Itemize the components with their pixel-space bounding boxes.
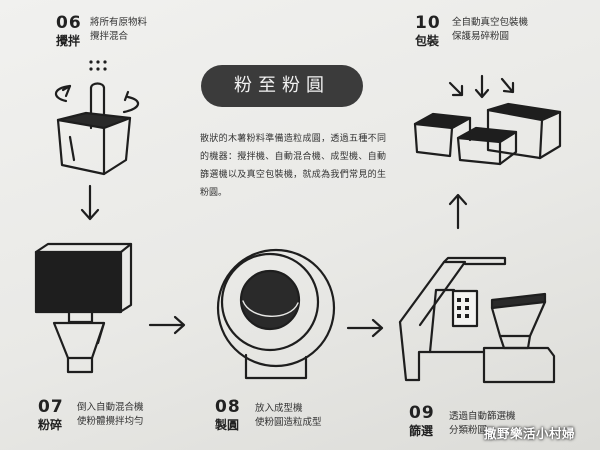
forming-machine-illustration xyxy=(216,248,336,380)
step-10-label: 10 包裝 xyxy=(415,14,441,49)
intro-text: 散狀的木薯粉料準備造粒成圓，透過五種不同的機器：攪拌機、自動混合機、成型機、自動… xyxy=(200,134,386,198)
sieving-machine-illustration xyxy=(398,256,556,384)
packaging-illustration xyxy=(413,74,562,166)
step-desc-line: 全自動真空包裝機 xyxy=(452,17,529,28)
step-desc-line: 分類粉圓 xyxy=(449,425,488,436)
step-desc-line: 使粉圓造粒成型 xyxy=(255,417,322,428)
step-08-label: 08 製圓 xyxy=(215,398,241,433)
hopper-mixer-illustration xyxy=(34,242,133,374)
arrow-down-icon xyxy=(80,184,100,221)
arrow-right-icon xyxy=(148,315,186,335)
step-desc-line: 攪拌混合 xyxy=(90,31,129,42)
step-06-label: 06 攪拌 xyxy=(56,14,82,49)
step-name: 篩選 xyxy=(409,424,434,438)
step-name: 攪拌 xyxy=(56,34,81,48)
step-number: 09 xyxy=(409,403,435,423)
step-08-description: 放入成型機 使粉圓造粒成型 xyxy=(255,402,322,430)
step-name: 粉碎 xyxy=(38,418,63,432)
step-desc-line: 使粉體攪拌均勻 xyxy=(77,416,144,427)
watermark: 撒野樂活小村婦 xyxy=(484,426,576,441)
step-number: 08 xyxy=(215,397,241,417)
step-07-description: 倒入自動混合機 使粉體攪拌均勻 xyxy=(77,401,144,429)
step-number: 06 xyxy=(56,13,82,33)
arrow-up-icon xyxy=(448,193,468,230)
step-09-label: 09 篩選 xyxy=(409,404,435,439)
arrow-right-icon xyxy=(346,318,384,338)
step-desc-line: 將所有原物料 xyxy=(90,17,148,28)
step-06-description: 將所有原物料 攪拌混合 xyxy=(90,16,147,44)
step-number: 07 xyxy=(38,397,64,417)
step-desc-line: 放入成型機 xyxy=(255,403,303,414)
step-desc-line: 透過自動篩選機 xyxy=(449,411,516,422)
step-name: 包裝 xyxy=(415,34,440,48)
step-07-label: 07 粉碎 xyxy=(38,398,64,433)
step-10-description: 全自動真空包裝機 保護易碎粉圓 xyxy=(452,16,528,44)
step-09-description: 透過自動篩選機 分類粉圓 xyxy=(449,410,516,438)
step-name: 製圓 xyxy=(215,418,240,432)
mixer-illustration xyxy=(54,60,140,176)
step-number: 10 xyxy=(415,13,441,33)
step-desc-line: 保護易碎粉圓 xyxy=(452,31,510,42)
step-desc-line: 倒入自動混合機 xyxy=(77,402,144,413)
page-title: 粉至粉圓 xyxy=(201,65,363,107)
